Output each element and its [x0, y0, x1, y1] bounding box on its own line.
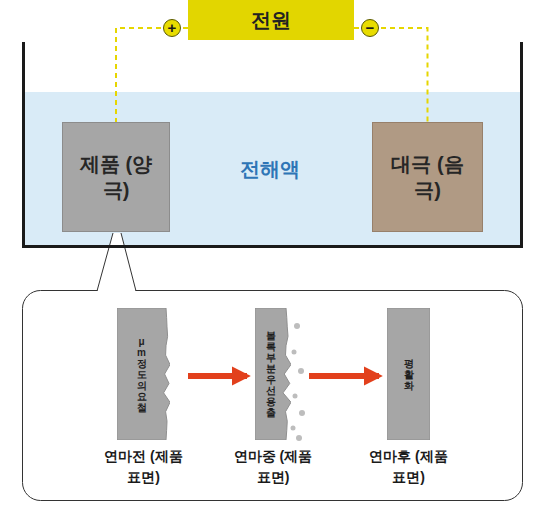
power-wire — [354, 28, 428, 122]
surface-during: 볼록 부분 우선 용출연마중 (제품표면) — [255, 308, 291, 440]
process-arrow — [309, 373, 379, 379]
stage-caption: 연마후 (제품표면) — [363, 446, 455, 488]
electrolyte-label: 전해액 — [240, 156, 300, 183]
box-label: 대극 (음극) — [388, 151, 468, 203]
surface-note: μm 정도의 요철 — [137, 336, 147, 413]
dissolved-particles — [291, 323, 306, 441]
polarity-sign: − — [361, 19, 379, 37]
surface-after: 평활화연마후 (제품표면) — [387, 308, 430, 440]
surface-note: 평활화 — [404, 358, 414, 391]
polarity-sign: + — [163, 19, 181, 37]
product-anode: 제품 (양극) — [62, 122, 170, 232]
box-label: 전원 — [251, 7, 291, 33]
stage-caption: 연마중 (제품표면) — [227, 446, 319, 488]
surface-note: 볼록 부분 우선 용출 — [266, 330, 276, 418]
callout-line — [121, 233, 136, 291]
stage-caption: 연마전 (제품표면) — [98, 446, 190, 488]
box-label: 제품 (양극) — [76, 151, 156, 203]
callout-gap — [97, 233, 136, 292]
electrolytic-tank: 제품 (양극) 대극 (음극) 전해액 — [22, 42, 523, 248]
power-wire — [116, 28, 188, 122]
power-supply: 전원 — [188, 0, 354, 40]
surface-before: μm 정도의 요철연마전 (제품표면) — [117, 308, 170, 440]
electrolyte-liquid — [25, 92, 520, 245]
callout-line — [97, 233, 113, 291]
counter-cathode: 대극 (음극) — [372, 122, 483, 232]
process-arrow — [188, 373, 247, 379]
detail-panel — [23, 291, 523, 501]
